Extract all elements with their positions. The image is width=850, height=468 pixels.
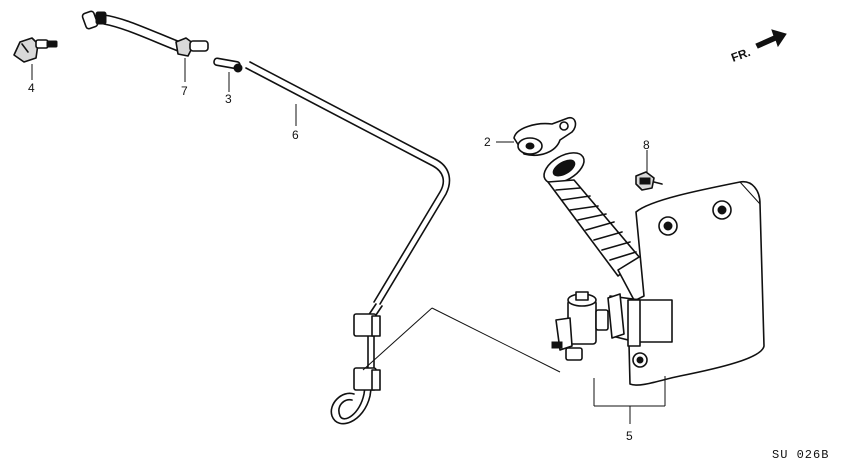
pump-leader-lines (362, 307, 561, 373)
hose-connector (213, 57, 243, 92)
callout-8: 8 (643, 138, 650, 152)
callout-3: 3 (225, 92, 232, 106)
filler-neck (543, 152, 661, 301)
hose-with-joint (81, 10, 209, 82)
callout-4: 4 (28, 81, 35, 95)
washer-nozzle (13, 37, 58, 80)
reservoir-cap (496, 116, 577, 156)
washer-pump (551, 291, 666, 424)
callout-6: 6 (292, 128, 299, 142)
callout-5: 5 (626, 429, 633, 443)
direction-label: FR. (729, 45, 752, 65)
front-direction-arrow (755, 29, 787, 49)
washer-tube (245, 61, 451, 425)
mounting-screw (635, 150, 663, 191)
callout-2: 2 (484, 135, 491, 149)
callout-7: 7 (181, 84, 188, 98)
washer-reservoir (607, 180, 765, 386)
diagram-code: SU 026B (772, 448, 829, 462)
